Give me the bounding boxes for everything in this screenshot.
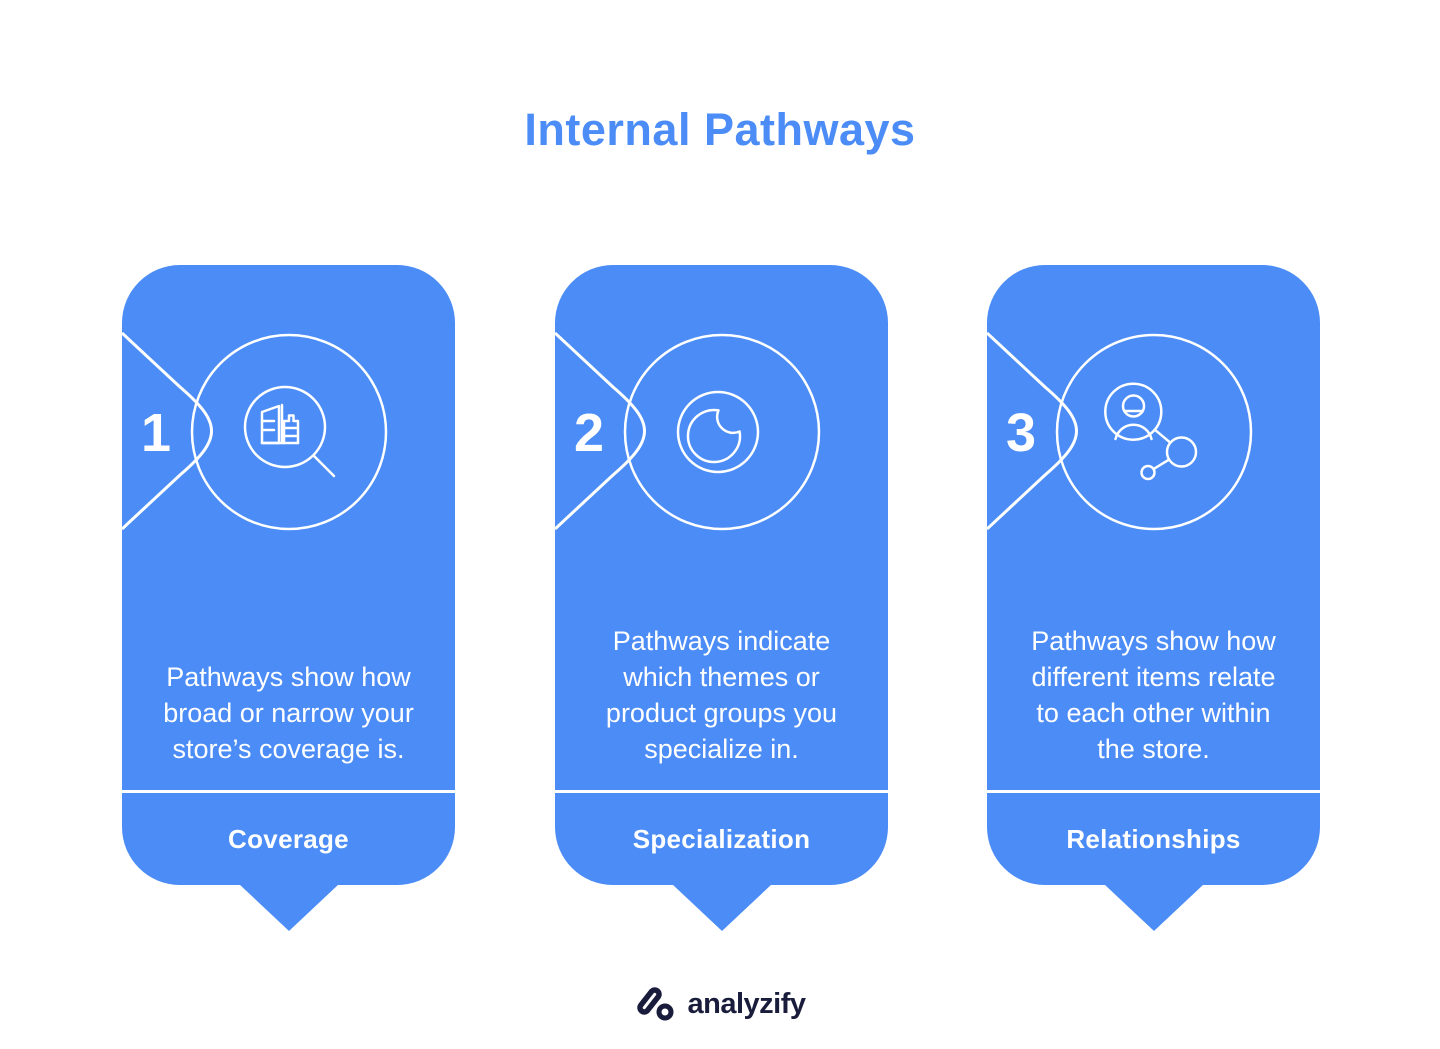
step-number: 3: [1005, 403, 1037, 463]
card-decoration: [987, 331, 1253, 531]
halo-circle: [190, 333, 388, 531]
step-label: Coverage: [228, 823, 349, 854]
chevron-shape: [122, 331, 213, 531]
card-pointer-tail: [238, 884, 339, 931]
card-decoration: [122, 331, 388, 531]
pie-chart-icon: [676, 390, 760, 474]
step-card-specialization: 2 Pathways indicate which themes or prod…: [555, 265, 888, 931]
step-card-relationships: 3 Pathways show how different items rela…: [987, 265, 1320, 931]
step-label: Specialization: [632, 823, 811, 854]
halo-circle: [623, 333, 821, 531]
magnifier-store-icon: [243, 385, 336, 478]
divider-line: [987, 790, 1320, 793]
divider-line: [122, 790, 455, 793]
step-description: Pathways show how different items relate…: [1031, 626, 1276, 764]
chevron-shape: [555, 331, 646, 531]
step-description: Pathways show how broad or narrow your s…: [163, 662, 414, 764]
divider-line: [555, 790, 888, 793]
analyzify-mark-icon: [636, 987, 673, 1021]
step-card-coverage: 1 Pathways show how broad or narrow your…: [122, 265, 455, 931]
page-title: Internal Pathways: [524, 104, 916, 155]
step-label: Relationships: [1066, 823, 1241, 854]
card-pointer-tail: [671, 884, 772, 931]
card-decoration: [555, 331, 821, 531]
brand-name: analyzify: [687, 987, 807, 1020]
brand-logo: analyzify: [0, 984, 1440, 1024]
chevron-shape: [987, 331, 1078, 531]
halo-circle: [1055, 333, 1253, 531]
card-pointer-tail: [1103, 884, 1204, 931]
step-number: 1: [140, 403, 172, 463]
step-description: Pathways indicate which themes or produc…: [605, 626, 838, 764]
people-network-icon: [1104, 382, 1198, 481]
step-number: 2: [573, 403, 605, 463]
